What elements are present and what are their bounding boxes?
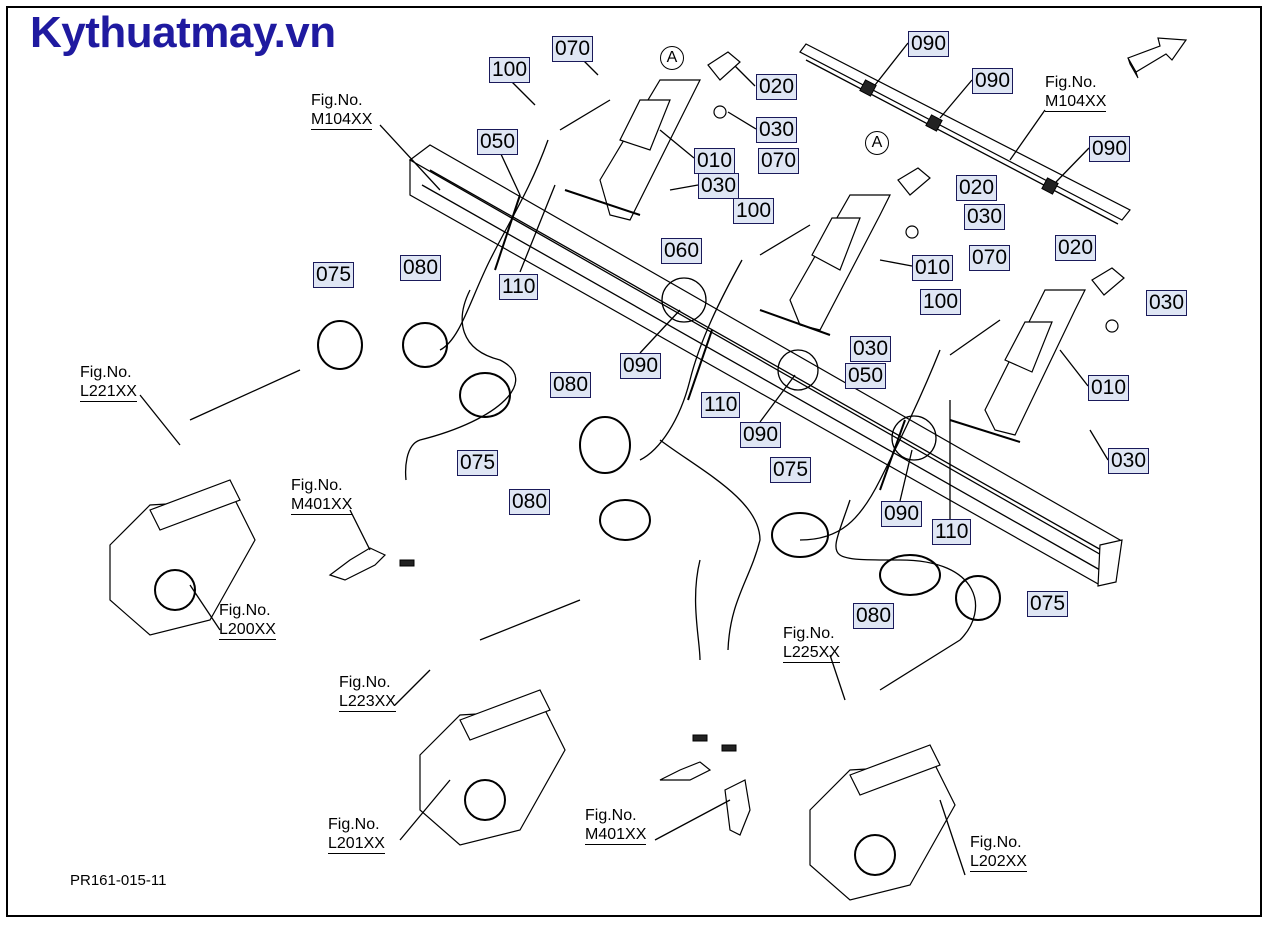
part-callout-010[interactable]: 010 xyxy=(912,255,954,281)
fig-ref-m104xx[interactable]: Fig.No. M104XX xyxy=(1045,73,1107,112)
fig-ref-label: Fig.No. xyxy=(970,834,1022,851)
part-callout-100[interactable]: 100 xyxy=(733,198,775,224)
cable-clamps xyxy=(317,320,1001,621)
part-callout-090[interactable]: 090 xyxy=(620,353,662,379)
part-callout-090[interactable]: 090 xyxy=(1089,136,1131,162)
fig-ref-number: L200XX xyxy=(219,621,276,640)
part-callout-075[interactable]: 075 xyxy=(313,262,355,288)
fig-ref-number: L201XX xyxy=(328,835,385,854)
part-callout-010[interactable]: 010 xyxy=(694,148,736,174)
fig-ref-label: Fig.No. xyxy=(80,364,132,381)
fig-ref-m104xx[interactable]: Fig.No. M104XX xyxy=(311,91,373,130)
part-callout-070[interactable]: 070 xyxy=(969,245,1011,271)
fig-ref-label: Fig.No. xyxy=(339,674,391,691)
part-callout-075[interactable]: 075 xyxy=(770,457,812,483)
fig-ref-l221xx[interactable]: Fig.No. L221XX xyxy=(80,363,137,402)
fig-ref-number: M104XX xyxy=(1045,93,1107,112)
part-callout-070[interactable]: 070 xyxy=(758,148,800,174)
fig-ref-number: M401XX xyxy=(585,826,647,845)
part-callout-110[interactable]: 110 xyxy=(701,392,741,418)
control-cables xyxy=(189,139,977,691)
fig-ref-label: Fig.No. xyxy=(783,625,835,642)
direction-arrow-icon xyxy=(1127,37,1188,79)
reference-marker-a: A xyxy=(660,46,684,70)
part-callout-075[interactable]: 075 xyxy=(457,450,499,476)
part-callout-100[interactable]: 100 xyxy=(489,57,531,83)
fig-ref-l200xx[interactable]: Fig.No. L200XX xyxy=(219,601,276,640)
part-callout-030[interactable]: 030 xyxy=(1108,448,1150,474)
pedal-support-beam xyxy=(408,144,1123,587)
housing-left xyxy=(109,479,256,636)
brand-logo-text: Kythuatmay.vn xyxy=(30,8,336,57)
detail-circle-2 xyxy=(777,349,819,391)
fig-ref-label: Fig.No. xyxy=(219,602,271,619)
part-callout-090[interactable]: 090 xyxy=(972,68,1014,94)
leader-lines xyxy=(139,42,1109,876)
part-callout-020[interactable]: 020 xyxy=(756,74,798,100)
pedal-assembly-2 xyxy=(759,167,931,336)
part-callout-010[interactable]: 010 xyxy=(1088,375,1130,401)
part-callout-080[interactable]: 080 xyxy=(400,255,442,281)
fig-ref-number: M104XX xyxy=(311,111,373,130)
part-callout-020[interactable]: 020 xyxy=(956,175,998,201)
part-callout-070[interactable]: 070 xyxy=(552,36,594,62)
fig-ref-l223xx[interactable]: Fig.No. L223XX xyxy=(339,673,396,712)
fig-ref-number: L221XX xyxy=(80,383,137,402)
housing-middle xyxy=(419,689,566,846)
fig-ref-label: Fig.No. xyxy=(585,807,637,824)
part-callout-110[interactable]: 110 xyxy=(932,519,972,545)
part-callout-075[interactable]: 075 xyxy=(1027,591,1069,617)
top-bracket-bar xyxy=(799,43,1131,225)
fig-ref-number: L223XX xyxy=(339,693,396,712)
fig-ref-label: Fig.No. xyxy=(328,816,380,833)
fig-ref-l202xx[interactable]: Fig.No. L202XX xyxy=(970,833,1027,872)
fig-ref-m401xx[interactable]: Fig.No. M401XX xyxy=(291,476,353,515)
part-callout-030[interactable]: 030 xyxy=(850,336,892,362)
reference-marker-a: A xyxy=(865,131,889,155)
part-callout-050[interactable]: 050 xyxy=(845,363,887,389)
drawing-code: PR161-015-11 xyxy=(70,872,167,889)
detail-circle-1 xyxy=(661,277,707,323)
part-callout-060[interactable]: 060 xyxy=(661,238,703,264)
fig-ref-number: L225XX xyxy=(783,644,840,663)
fig-ref-label: Fig.No. xyxy=(291,477,343,494)
pedal-assembly-1 xyxy=(559,51,741,221)
detail-circle-3 xyxy=(891,415,937,461)
part-callout-090[interactable]: 090 xyxy=(881,501,923,527)
part-callout-090[interactable]: 090 xyxy=(908,31,950,57)
part-callout-030[interactable]: 030 xyxy=(698,173,740,199)
fig-ref-number: L202XX xyxy=(970,853,1027,872)
part-callout-030[interactable]: 030 xyxy=(756,117,798,143)
part-callout-090[interactable]: 090 xyxy=(740,422,782,448)
fig-ref-m401xx[interactable]: Fig.No. M401XX xyxy=(585,806,647,845)
fig-ref-l225xx[interactable]: Fig.No. L225XX xyxy=(783,624,840,663)
fig-ref-number: M401XX xyxy=(291,496,353,515)
fig-ref-label: Fig.No. xyxy=(1045,74,1097,91)
pedal-assembly-3 xyxy=(949,267,1125,443)
fig-ref-l201xx[interactable]: Fig.No. L201XX xyxy=(328,815,385,854)
part-callout-080[interactable]: 080 xyxy=(550,372,592,398)
part-callout-080[interactable]: 080 xyxy=(853,603,895,629)
part-callout-080[interactable]: 080 xyxy=(509,489,551,515)
part-callout-020[interactable]: 020 xyxy=(1055,235,1097,261)
part-callout-050[interactable]: 050 xyxy=(477,129,519,155)
fig-ref-label: Fig.No. xyxy=(311,92,363,109)
part-callout-030[interactable]: 030 xyxy=(964,204,1006,230)
drawing-frame xyxy=(6,6,1262,917)
part-callout-110[interactable]: 110 xyxy=(499,274,539,300)
housing-right xyxy=(809,744,956,901)
brake-levers xyxy=(328,547,751,836)
part-callout-030[interactable]: 030 xyxy=(1146,290,1188,316)
part-callout-100[interactable]: 100 xyxy=(920,289,962,315)
